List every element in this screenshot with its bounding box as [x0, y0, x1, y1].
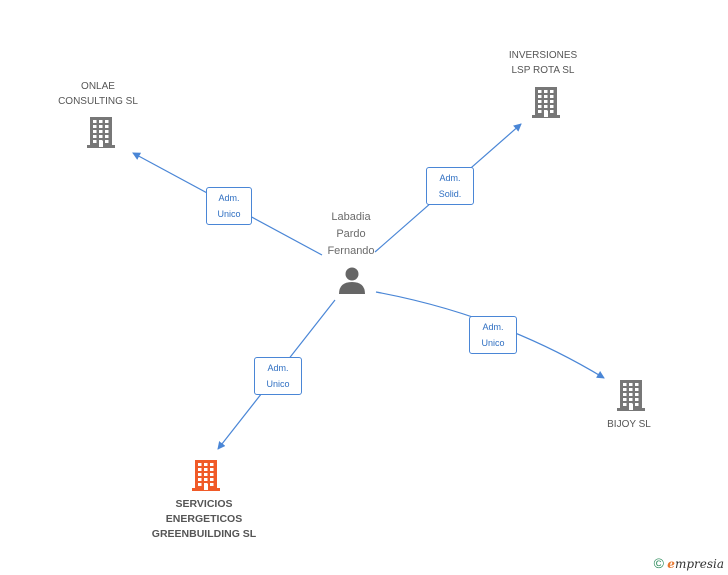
copyright-footer: © empresia — [654, 555, 724, 571]
empresia-logo[interactable]: empresia — [667, 557, 724, 571]
copyright-icon: © — [653, 555, 664, 571]
role-badge-servicios: Adm. Unico — [254, 357, 302, 395]
company-label-onlae[interactable]: ONLAE CONSULTING SL — [58, 81, 138, 107]
building-icon-bijoy[interactable] — [615, 378, 647, 412]
role-badge-bijoy: Adm. Unico — [469, 316, 517, 354]
person-name-label[interactable]: Labadia Pardo Fernando — [327, 211, 375, 257]
building-icon-servicios[interactable] — [190, 458, 222, 492]
role-badge-onlae: Adm. Unico — [206, 187, 252, 225]
company-label-servicios[interactable]: SERVICIOS ENERGETICOS GREENBUILDING SL — [151, 498, 257, 540]
building-icon-onlae[interactable] — [85, 115, 117, 149]
company-label-inversiones[interactable]: INVERSIONES LSP ROTA SL — [508, 50, 578, 76]
building-icon-inversiones[interactable] — [530, 85, 562, 119]
person-icon[interactable] — [337, 265, 367, 295]
company-label-bijoy[interactable]: BIJOY SL — [607, 419, 651, 430]
role-badge-inversiones: Adm. Solid. — [426, 167, 474, 205]
